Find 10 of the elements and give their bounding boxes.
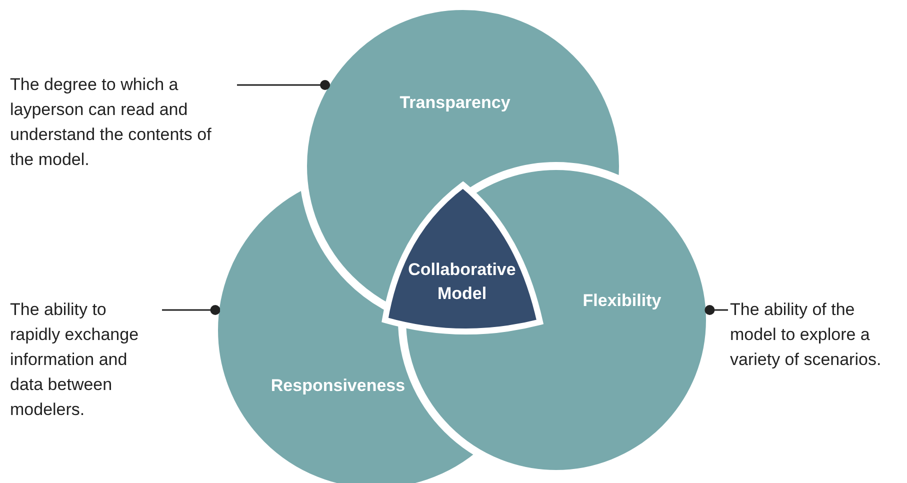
leader-line	[237, 80, 330, 90]
leader-line	[162, 305, 220, 315]
circle-label: Responsiveness	[270, 376, 406, 396]
circle-label: Transparency	[400, 93, 510, 113]
description-text: The ability to rapidly exchange information and data between modelers.	[10, 297, 160, 422]
center-label: Collaborative Model	[407, 259, 517, 305]
description-text: The degree to which a layperson can read and understand the contents of the model.	[10, 72, 235, 172]
circle-label: Flexibility	[582, 291, 662, 311]
description-text: The ability of the model to explore a variety of scenarios.	[730, 297, 890, 372]
leader-line	[704, 305, 728, 315]
